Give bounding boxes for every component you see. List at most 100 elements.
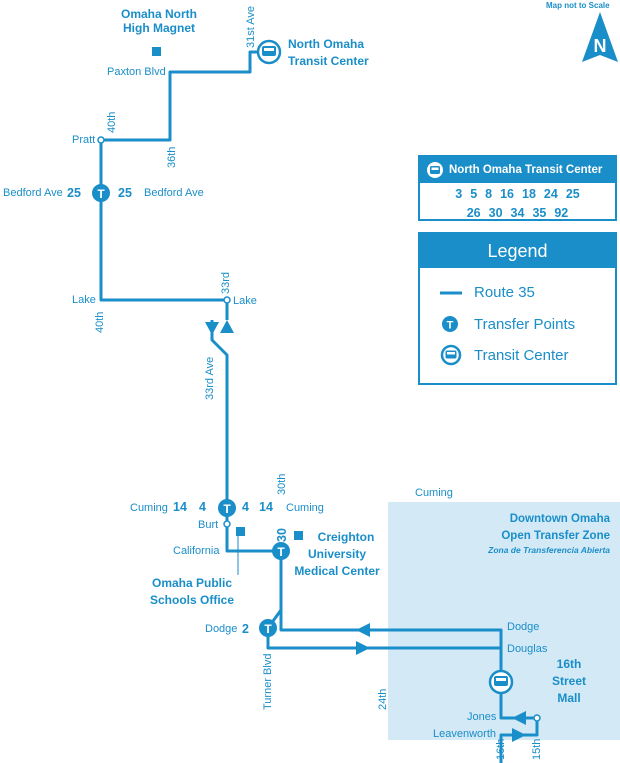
street-bedford-ave-east: Bedford Ave — [144, 187, 204, 199]
arrow-up — [220, 320, 234, 333]
legend-item-transit-center: Transit Center — [440, 344, 568, 366]
route-30: 30 — [275, 528, 289, 542]
svg-text:N: N — [594, 36, 607, 56]
route-line-icon — [440, 291, 462, 294]
street-leavenworth: Leavenworth — [433, 728, 496, 740]
street-paxton-blvd: Paxton Blvd — [107, 66, 166, 78]
street-40th-north: 40th — [106, 111, 118, 133]
street-24th: 24th — [377, 688, 389, 710]
svg-text:T: T — [277, 545, 285, 559]
route-douglas-segment — [266, 628, 501, 650]
arrow-leav-east — [512, 728, 526, 742]
route-14-west: 14 — [173, 500, 187, 514]
route-number: 35 — [532, 206, 547, 220]
route-number: 25 — [565, 187, 580, 201]
street-30th: 30th — [276, 473, 288, 495]
street-lake-west: Lake — [72, 294, 96, 306]
transit-center-icon — [440, 344, 462, 366]
street-31st-ave: 31st Ave — [245, 6, 257, 48]
bus-icon — [427, 162, 443, 178]
street-cuming-zone: Cuming — [415, 487, 453, 499]
route-25-east: 25 — [118, 186, 132, 200]
route-row-2: 26 30 34 35 92 — [420, 204, 615, 223]
street-40th-south: 40th — [94, 311, 106, 333]
ops-marker — [236, 527, 245, 536]
creighton-marker — [294, 531, 303, 540]
street-16th: 16th — [495, 738, 507, 760]
route-4-west: 4 — [199, 500, 206, 514]
route-number: 24 — [543, 187, 558, 201]
street-36th: 36th — [166, 146, 178, 168]
legend-label: Route 35 — [474, 284, 535, 301]
route-number: 16 — [500, 187, 515, 201]
transfer-point-30th-icon: T — [272, 542, 290, 560]
arrow-down — [205, 322, 219, 335]
stop-pratt — [97, 136, 105, 144]
route-35-north-segment — [99, 50, 269, 302]
street-33rd-ave: 33rd Ave — [204, 356, 216, 400]
route-number: 30 — [488, 206, 503, 220]
stop-jones — [533, 714, 541, 722]
transit-center-box-header: North Omaha Transit Center — [420, 157, 615, 183]
route-number: 34 — [510, 206, 525, 220]
route-number: 26 — [466, 206, 481, 220]
street-33rd: 33rd — [220, 271, 232, 294]
svg-text:T: T — [97, 187, 105, 201]
arrow-west — [356, 623, 370, 637]
stop-burt — [223, 520, 231, 528]
legend-box: Legend Route 35 T Transfer Points Transi… — [418, 232, 617, 385]
legend-item-transfer: T Transfer Points — [440, 314, 575, 334]
arrow-east — [356, 641, 370, 655]
svg-text:T: T — [264, 622, 272, 636]
legend-title: Legend — [420, 234, 615, 268]
north-arrow-icon: N — [582, 12, 618, 62]
street-dodge-zone: Dodge — [507, 621, 540, 633]
route-number: 92 — [554, 206, 569, 220]
stop-lake — [223, 296, 231, 304]
downtown-transfer-zone — [388, 502, 620, 740]
route-25-west: 25 — [67, 186, 81, 200]
street-lake-east: Lake — [233, 295, 257, 307]
legend-item-route: Route 35 — [440, 284, 535, 301]
legend-label: Transit Center — [474, 346, 569, 364]
arrow-jones-west — [512, 711, 526, 725]
16th-street-mall-transit-center-icon — [488, 669, 514, 695]
school-marker — [152, 47, 161, 56]
transfer-point-icon: T — [442, 316, 458, 332]
route-number: 8 — [485, 187, 493, 201]
route-number: 18 — [522, 187, 536, 201]
scale-note: Map not to Scale — [546, 1, 610, 10]
street-jones: Jones — [467, 711, 497, 723]
street-turner-blvd: Turner Blvd — [262, 653, 274, 710]
svg-text:T: T — [447, 320, 454, 332]
street-15th: 15th — [531, 738, 543, 760]
route-4-east: 4 — [242, 500, 249, 514]
street-cuming-west: Cuming — [130, 502, 168, 514]
route-2: 2 — [242, 622, 249, 636]
legend-label: Transfer Points — [474, 315, 576, 333]
route-33rd-split — [210, 320, 229, 508]
street-cuming-east: Cuming — [286, 502, 324, 514]
route-14-east: 14 — [259, 500, 273, 514]
street-dodge-west: Dodge — [205, 623, 238, 635]
svg-text:T: T — [223, 502, 231, 516]
transfer-point-bedford-icon: T — [92, 184, 110, 202]
north-omaha-transit-center-icon — [256, 39, 282, 65]
street-california: California — [173, 545, 220, 557]
street-burt: Burt — [198, 519, 219, 531]
route-number: 5 — [470, 187, 478, 201]
street-pratt: Pratt — [72, 134, 96, 146]
route-number: 3 — [455, 187, 463, 201]
street-douglas: Douglas — [507, 643, 548, 655]
transfer-point-dodge-icon: T — [259, 619, 277, 637]
